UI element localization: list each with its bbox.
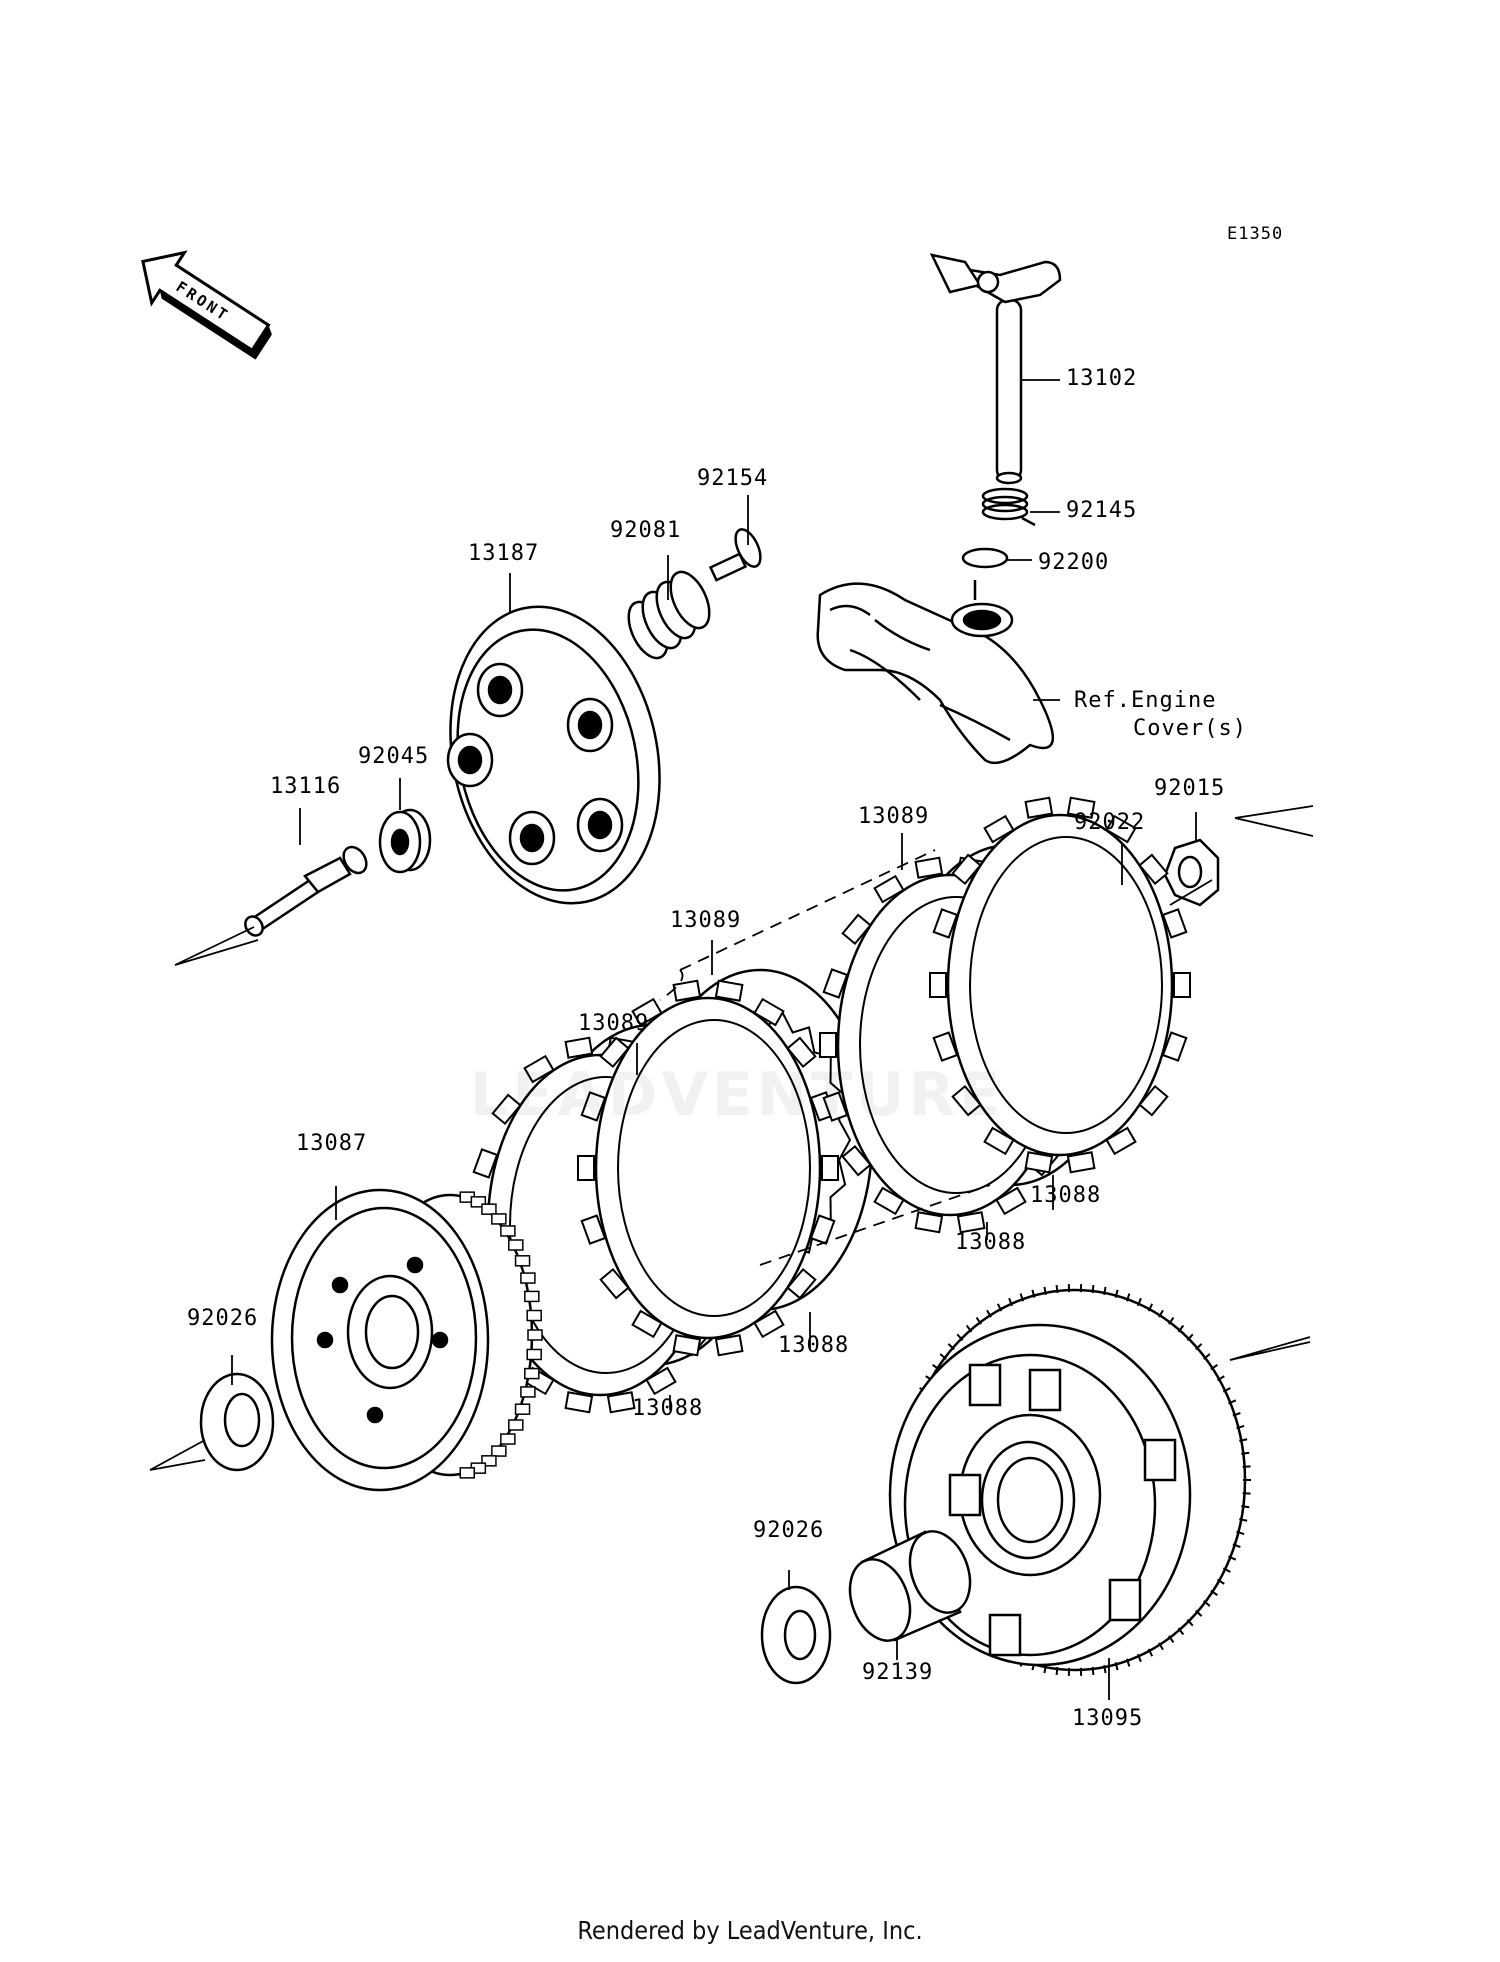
bolt-92154 (708, 528, 762, 582)
callout-13089-top: 13089 (858, 804, 930, 829)
engine-cover-reference (816, 580, 1055, 765)
callout-92154: 92154 (697, 466, 769, 491)
callout-13088-right: 13088 (1030, 1183, 1102, 1208)
callout-13089-bottom: 13089 (578, 1011, 650, 1036)
callout-92022: 92022 (1074, 810, 1146, 835)
bearing-92045 (378, 808, 432, 874)
callout-13102: 13102 (1066, 366, 1138, 391)
callout-92045: 92045 (358, 744, 430, 769)
callout-13087: 13087 (296, 1131, 368, 1156)
callout-92145: 92145 (1066, 498, 1138, 523)
callout-13088-middle: 13088 (955, 1230, 1027, 1255)
push-rod-13116 (244, 845, 368, 937)
callout-leader-lines (149, 379, 1314, 1700)
spring-92145 (981, 487, 1036, 527)
spring-92081 (627, 570, 711, 660)
alignment-lines (659, 849, 991, 1266)
callout-13187: 13187 (468, 541, 540, 566)
nut-92015 (1163, 838, 1220, 907)
release-shaft-13102 (929, 253, 1062, 485)
callout-13088-lower: 13088 (778, 1333, 850, 1358)
friction-plate-13089 (577, 979, 839, 1357)
watermark: LEADVENTURE (470, 1060, 1004, 1130)
clutch-plate-stack (469, 796, 1191, 1414)
callout-92015: 92015 (1154, 776, 1226, 801)
washer-92026-left (199, 1372, 275, 1472)
washer-92200 (961, 547, 1009, 569)
callout-92026-right: 92026 (753, 1518, 825, 1543)
washer-92026-right (760, 1585, 832, 1685)
ref-engine-cover-line2: Cover(s) (1133, 716, 1247, 741)
callout-92081: 92081 (610, 518, 682, 543)
ref-engine-cover-line1: Ref.Engine (1074, 688, 1217, 713)
front-direction-arrow-icon: FRONT (141, 250, 272, 360)
callout-92200: 92200 (1038, 550, 1110, 575)
footer-credit: Rendered by LeadVenture, Inc. (577, 1916, 923, 1945)
callout-13088-left: 13088 (632, 1396, 704, 1421)
callout-92026-left: 92026 (187, 1306, 259, 1331)
callout-13095: 13095 (1072, 1706, 1144, 1731)
callout-13116: 13116 (270, 774, 342, 799)
callout-13089-middle: 13089 (670, 908, 742, 933)
friction-plate-13089 (929, 796, 1191, 1174)
callout-92139: 92139 (862, 1660, 934, 1685)
diagram-code: E1350 (1227, 224, 1284, 244)
sleeve-92139 (848, 1530, 972, 1642)
pressure-plate-13187 (446, 605, 661, 905)
clutch-hub-13087 (270, 1188, 543, 1492)
